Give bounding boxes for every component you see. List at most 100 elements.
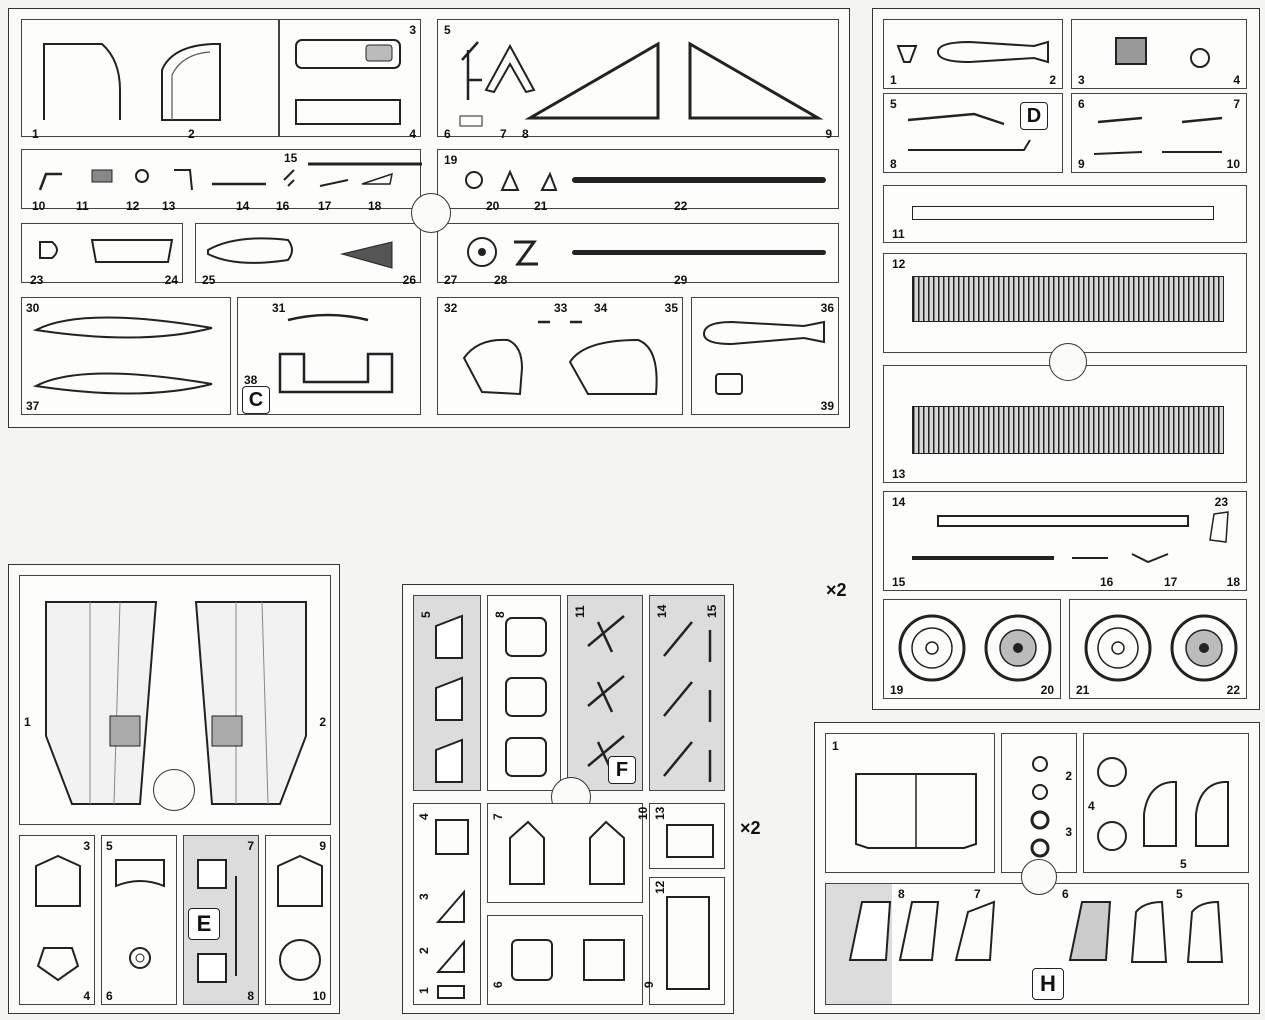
part-number: 18 (368, 199, 382, 213)
part-number: 23 (1214, 495, 1228, 509)
sprue-c-gate-circle (411, 193, 451, 233)
part-number: 10 (32, 199, 46, 213)
sprue-f-multiplier: ×2 (740, 818, 761, 838)
part-number: 14 (892, 495, 906, 509)
part-number: 36 (820, 301, 834, 315)
wheel-part (898, 614, 1052, 682)
sprue-d-cell-5-8: 5 8 D (883, 93, 1063, 173)
part-number: 17 (318, 199, 332, 213)
tank-part (702, 320, 825, 395)
part-number: 19 (890, 683, 904, 697)
ribbed-wing-12 (912, 276, 1224, 322)
sprue-c-cell-27-29: 27 28 29 (437, 223, 839, 287)
canopy-part (855, 773, 977, 849)
part-number: 3 (1065, 825, 1072, 839)
panel-13 (666, 824, 714, 858)
sprue-e-gate-circle (153, 769, 195, 811)
part-number: 1 (24, 715, 31, 729)
part-number: 10 (635, 806, 650, 820)
part-number: 20 (1040, 683, 1054, 697)
canopy-frame-part (43, 43, 221, 121)
part-number: 12 (126, 199, 140, 213)
sprue-h-cell-1: 1 (825, 733, 995, 873)
part-number: 27 (444, 273, 458, 287)
part-number: 14 (236, 199, 250, 213)
part-number: 32 (444, 301, 458, 315)
panel-part (207, 237, 393, 269)
sprue-d-cell-11: 11 (883, 185, 1247, 243)
part-number: 7 (500, 127, 507, 141)
sprue-d-cell-14-23: 14 23 15 16 17 18 (883, 491, 1247, 591)
wheel-part (467, 237, 538, 267)
part-number: 6 (444, 127, 451, 141)
part-number: 12 (653, 880, 667, 894)
part-number: 11 (892, 227, 905, 241)
part-number: 1 (832, 739, 839, 753)
part-number: 34 (594, 301, 608, 315)
part-number: 3 (417, 893, 431, 900)
part-number: 11 (573, 605, 587, 618)
part-number: 8 (890, 157, 897, 171)
sprue-c-cell-31-38: 31 38 C (237, 297, 421, 415)
sprue-h-cell-4-5: 4 5 (1083, 733, 1249, 873)
spar-part (912, 511, 1229, 564)
cowl-part (277, 854, 323, 981)
part-number: 3 (409, 23, 416, 37)
part-number: 25 (202, 273, 216, 287)
part-number: 21 (534, 199, 548, 213)
part-number: 1 (890, 73, 897, 87)
sprue-e-cell-7-8: 7 8 E (183, 835, 259, 1005)
part-number: 38 (244, 373, 258, 387)
sprue-h-gate-circle (1021, 859, 1057, 895)
part-number: 8 (522, 127, 529, 141)
part-number: 19 (444, 153, 458, 167)
sprue-f-cell-13: 13 (649, 803, 725, 869)
sprue-f-cell-11: 11 F (567, 595, 643, 791)
part-number: 11 (76, 199, 89, 213)
part-number: 2 (188, 127, 195, 141)
part-number: 6 (106, 989, 113, 1003)
strut-part (587, 615, 625, 773)
small-parts-row (38, 162, 422, 191)
part-number: 2 (319, 715, 326, 729)
part-number: 2 (1065, 769, 1072, 783)
part-number: 12 (892, 257, 906, 271)
sprue-f-cell-6-9: 6 9 (487, 915, 656, 1005)
part-number: 3 (1078, 73, 1085, 87)
panel-part (39, 239, 174, 263)
part-number: 13 (892, 467, 906, 481)
strut-part (663, 621, 712, 782)
part-number: 6 (1062, 887, 1069, 901)
sprue-d-cell-12: 12 (883, 253, 1247, 353)
part-number: 13 (162, 199, 176, 213)
sprue-d-frame: 1 2 3 4 5 8 D 6 7 9 10 11 12 (872, 8, 1260, 710)
sprue-letter-c: C (242, 386, 270, 414)
sprue-d-cell-21-22: 21 22 (1069, 599, 1247, 699)
part-number: 15 (284, 151, 298, 165)
sprue-h-frame: 1 2 3 4 5 8 7 6 5 (814, 722, 1260, 1014)
part-number: 22 (674, 199, 688, 213)
sprue-letter-f: F (608, 756, 636, 784)
sprue-f-cell-5: 5 (413, 595, 481, 791)
rod-29 (572, 250, 826, 255)
part-number: 15 (892, 575, 906, 589)
part-number: 7 (1233, 97, 1240, 111)
window-part (435, 614, 463, 783)
sprue-letter-d: D (1020, 102, 1048, 130)
part-number: 37 (26, 399, 40, 413)
strut-part (459, 41, 824, 127)
part-number: 5 (419, 611, 433, 618)
part-number: 22 (1226, 683, 1240, 697)
ribbed-wing-13 (912, 406, 1224, 454)
sprue-c-cell-1-2: 1 2 (21, 19, 279, 141)
part-number: 4 (417, 813, 431, 820)
mount-part (1115, 37, 1210, 68)
sprue-d-cell-19-20: 19 20 (883, 599, 1061, 699)
part-number: 5 (1176, 887, 1183, 901)
sprue-e-frame: 1 2 3 4 5 6 7 8 E 9 10 (8, 564, 340, 1014)
part-number: 5 (444, 23, 451, 37)
panel-part (295, 39, 401, 125)
part-number: 26 (402, 273, 416, 287)
sprue-h-cell-2-3: 2 3 (1001, 733, 1077, 873)
sprue-f-cell-1-4: 4 3 2 1 (413, 803, 481, 1005)
